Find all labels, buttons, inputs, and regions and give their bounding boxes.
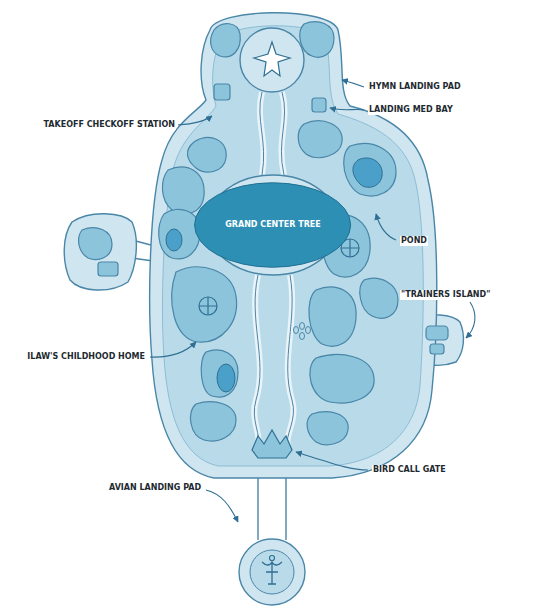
callout-label: POND bbox=[400, 236, 428, 246]
callout-label: HYMN LANDING PAD bbox=[368, 82, 462, 92]
callout-label: ILAW'S CHILDHOOD HOME bbox=[26, 352, 146, 362]
tree-node: GRAND CENTER TREE bbox=[193, 181, 352, 269]
place-name: GRAND CENTER TREE bbox=[225, 220, 320, 230]
callout-label: "TRAINERS ISLAND" bbox=[400, 290, 491, 300]
callout-label: AVIAN LANDING PAD bbox=[108, 483, 202, 493]
callout-label: BIRD CALL GATE bbox=[372, 465, 447, 475]
callout-label: TAKEOFF CHECKOFF STATION bbox=[42, 120, 176, 130]
callout-label: LANDING MED BAY bbox=[368, 105, 454, 115]
